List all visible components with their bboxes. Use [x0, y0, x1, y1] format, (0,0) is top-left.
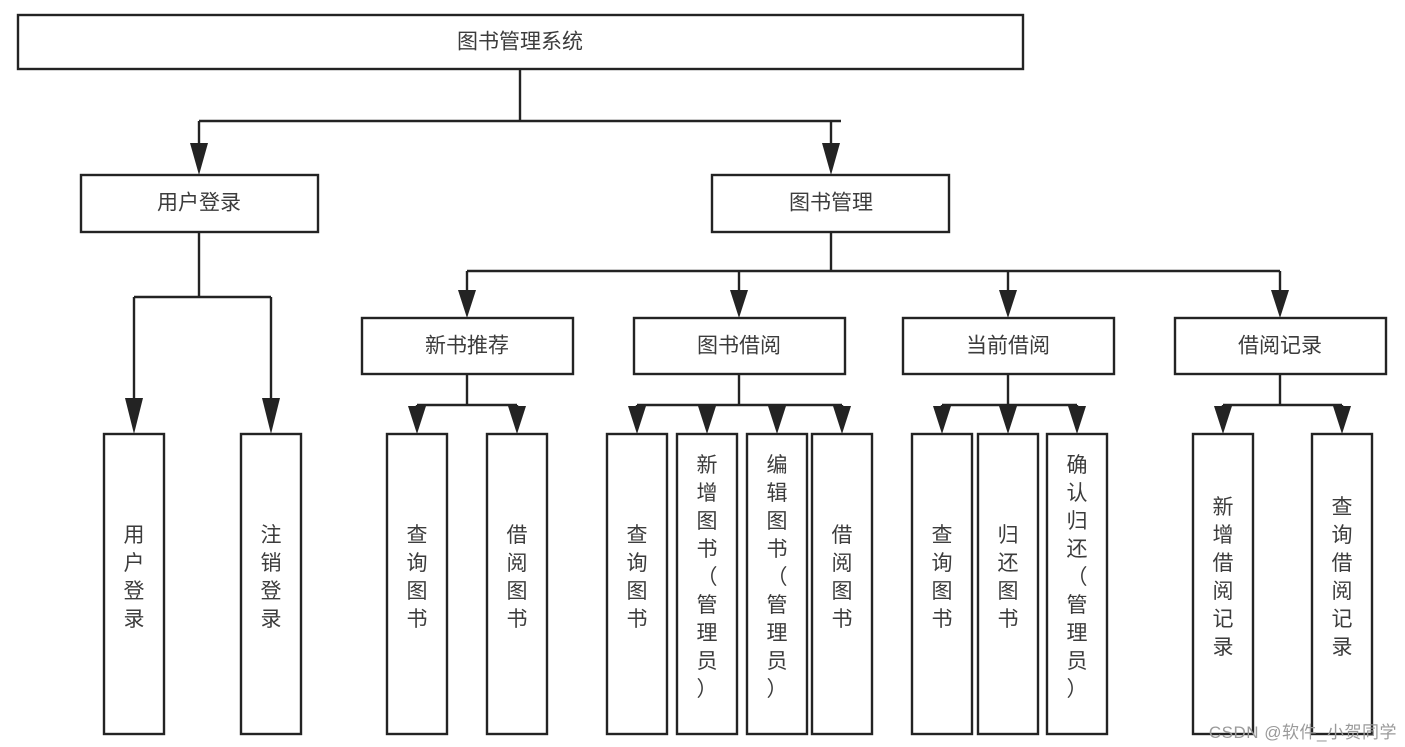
arrowhead-leaf-userlogin-2 [262, 398, 280, 434]
leaf-box[interactable] [239, 432, 303, 736]
leaf-box[interactable] [810, 432, 874, 736]
arrowhead-bookmgmt [822, 143, 840, 175]
leaf-book-borrow-edit[interactable]: 编辑图书（管理员） [745, 432, 809, 736]
leaf-new-book-query[interactable]: 查询图书 [385, 432, 449, 736]
arrowhead-borrowrecord [1271, 290, 1289, 318]
leaf-new-book-borrow[interactable]: 借阅图书 [485, 432, 549, 736]
leaf-label: 查询借阅记录 [1332, 496, 1353, 659]
leaf-book-borrow-add[interactable]: 新增图书（管理员） [675, 432, 739, 736]
node-user-login[interactable]: 用户登录 [79, 173, 320, 234]
leaf-label: 新增借阅记录 [1213, 496, 1234, 659]
leaf-box[interactable] [102, 432, 166, 736]
arrowhead-leaf-bookborrow-1 [628, 406, 646, 434]
arrowhead-leaf-currentborrow-2 [999, 406, 1017, 434]
node-book-borrow[interactable]: 图书借阅 [632, 316, 847, 376]
node-new-book-recommend[interactable]: 新书推荐 [360, 316, 575, 376]
arrowhead-newbook [458, 290, 476, 318]
leaf-user-login-logout[interactable]: 注销登录 [239, 432, 303, 736]
leaf-user-login-login[interactable]: 用户登录 [102, 432, 166, 736]
leaf-label: 编辑图书（管理员） [767, 454, 788, 701]
arrowhead-leaf-borrowrecord-2 [1333, 406, 1351, 434]
node-root-box[interactable] [16, 13, 1025, 71]
leaf-current-borrow-query[interactable]: 查询图书 [910, 432, 974, 736]
leaf-label: 用户登录 [124, 524, 145, 631]
arrowhead-currentborrow [999, 290, 1017, 318]
leaf-label: 查询图书 [627, 524, 648, 631]
node-book-borrow-label: 图书借阅 [697, 335, 781, 358]
node-borrow-record-box[interactable] [1173, 316, 1388, 376]
node-book-management[interactable]: 图书管理 [710, 173, 951, 234]
leaf-box[interactable] [910, 432, 974, 736]
arrowhead-bookborrow [730, 290, 748, 318]
leaf-box[interactable] [1045, 432, 1109, 736]
leaf-box[interactable] [976, 432, 1040, 736]
leaf-label: 注销登录 [261, 524, 282, 631]
leaf-label: 确认归还（管理员） [1067, 454, 1088, 701]
arrowhead-leaf-borrowrecord-1 [1214, 406, 1232, 434]
node-user-login-label: 用户登录 [157, 192, 241, 215]
node-book-borrow-box[interactable] [632, 316, 847, 376]
leaf-borrow-record-query[interactable]: 查询借阅记录 [1310, 432, 1374, 736]
arrowhead-leaf-bookborrow-2 [698, 406, 716, 434]
node-book-management-label: 图书管理 [789, 192, 873, 215]
arrowhead-leaf-bookborrow-4 [833, 406, 851, 434]
node-user-login-box[interactable] [79, 173, 320, 234]
arrowhead-userlogin [190, 143, 208, 175]
leaf-box[interactable] [745, 432, 809, 736]
node-current-borrow-label: 当前借阅 [966, 335, 1050, 358]
node-borrow-record-label: 借阅记录 [1238, 335, 1322, 358]
leaf-current-borrow-confirm[interactable]: 确认归还（管理员） [1045, 432, 1109, 736]
leaf-label: 借阅图书 [507, 524, 528, 631]
leaf-box[interactable] [1191, 432, 1255, 736]
node-borrow-record[interactable]: 借阅记录 [1173, 316, 1388, 376]
node-root[interactable]: 图书管理系统 [16, 13, 1025, 71]
node-new-book-recommend-label: 新书推荐 [425, 335, 509, 358]
watermark-text: CSDN @软件_小贺同学 [1208, 723, 1397, 742]
node-current-borrow-box[interactable] [901, 316, 1116, 376]
leaf-box[interactable] [485, 432, 549, 736]
leaf-label: 归还图书 [998, 524, 1019, 631]
leaf-label: 借阅图书 [832, 524, 853, 631]
arrowhead-leaf-newbook-1 [408, 406, 426, 434]
arrowhead-leaf-currentborrow-1 [933, 406, 951, 434]
leaf-current-borrow-return[interactable]: 归还图书 [976, 432, 1040, 736]
leaf-box[interactable] [1310, 432, 1374, 736]
leaf-label: 查询图书 [407, 524, 428, 631]
node-book-management-box[interactable] [710, 173, 951, 234]
leaf-box[interactable] [675, 432, 739, 736]
node-root-label: 图书管理系统 [457, 31, 583, 54]
leaf-label: 新增图书（管理员） [697, 454, 718, 701]
leaf-box[interactable] [605, 432, 669, 736]
arrowhead-leaf-newbook-2 [508, 406, 526, 434]
leaf-borrow-record-add[interactable]: 新增借阅记录 [1191, 432, 1255, 736]
connector-layer [125, 69, 1351, 434]
arrowhead-leaf-currentborrow-3 [1068, 406, 1086, 434]
leaf-book-borrow-borrow[interactable]: 借阅图书 [810, 432, 874, 736]
node-new-book-recommend-box[interactable] [360, 316, 575, 376]
leaf-book-borrow-query[interactable]: 查询图书 [605, 432, 669, 736]
leaf-label: 查询图书 [932, 524, 953, 631]
leaf-box[interactable] [385, 432, 449, 736]
node-current-borrow[interactable]: 当前借阅 [901, 316, 1116, 376]
arrowhead-leaf-bookborrow-3 [768, 406, 786, 434]
arrowhead-leaf-userlogin-1 [125, 398, 143, 434]
